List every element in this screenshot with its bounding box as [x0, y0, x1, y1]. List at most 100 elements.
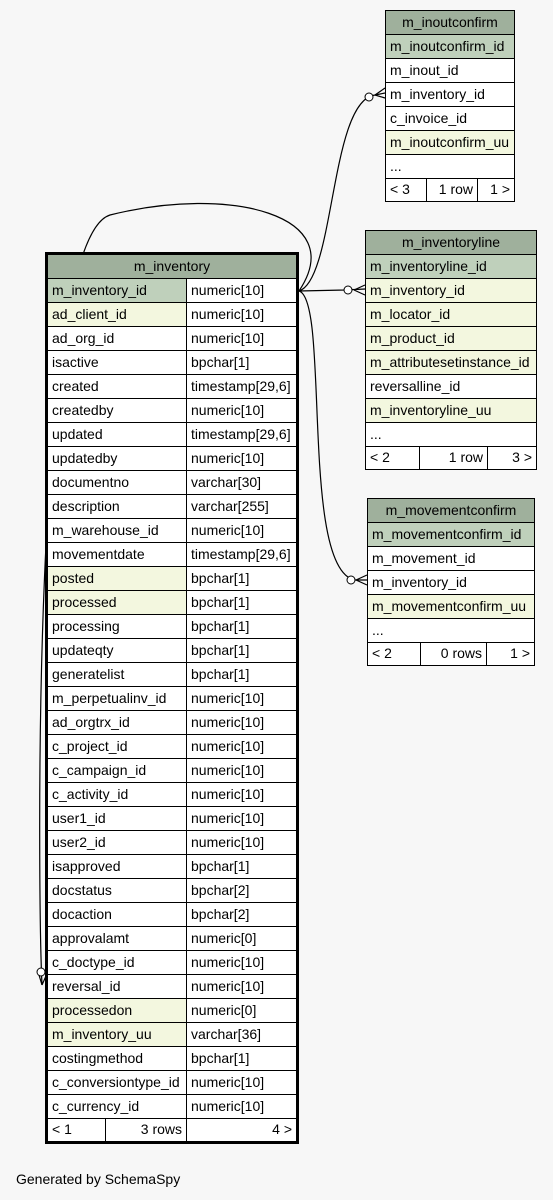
column-name: isactive [48, 351, 187, 374]
table-title[interactable]: m_movementconfirm [368, 499, 534, 523]
column-name: user1_id [48, 807, 187, 830]
column-type: bpchar[2] [191, 882, 250, 898]
column-name: createdby [48, 399, 187, 422]
footer-prev-link[interactable]: < 2 [368, 643, 421, 665]
footer-prev-link[interactable]: < 1 [48, 1119, 106, 1141]
footer-prev-link[interactable]: < 3 [386, 179, 427, 201]
column-type: timestamp[29,6] [191, 378, 291, 394]
column-type: numeric[10] [191, 282, 265, 298]
column-row-reversalline-id[interactable]: reversalline_id [366, 375, 536, 399]
footer-next-link[interactable]: 3 > [512, 449, 532, 465]
column-row-m-inout-id[interactable]: m_inout_id [386, 59, 514, 83]
column-row-m-inventoryline-id[interactable]: m_inventoryline_id [366, 255, 536, 279]
column-row-m-inventory-id[interactable]: m_inventory_id [366, 279, 536, 303]
column-row-ellipsis[interactable]: ... [368, 619, 534, 643]
column-name: m_inventory_id [390, 86, 485, 102]
column-row-m-inventoryline-uu[interactable]: m_inventoryline_uu [366, 399, 536, 423]
column-type: numeric[10] [191, 810, 265, 826]
column-name: m_inventory_id [372, 574, 467, 590]
column-name: m_inoutconfirm_id [386, 35, 514, 58]
column-name: generatelist [48, 663, 187, 686]
column-type: numeric[10] [191, 762, 265, 778]
footer-next-link[interactable]: 4 > [272, 1121, 292, 1137]
column-name: c_campaign_id [48, 759, 187, 782]
column-row-m-movementconfirm-uu[interactable]: m_movementconfirm_uu [368, 595, 534, 619]
column-type: timestamp[29,6] [191, 546, 291, 562]
column-row-ellipsis[interactable]: ... [366, 423, 536, 447]
column-row-m-product-id[interactable]: m_product_id [366, 327, 536, 351]
column-row-m-inoutconfirm-uu[interactable]: m_inoutconfirm_uu [386, 131, 514, 155]
table-title[interactable]: m_inventory [48, 255, 296, 279]
column-name: ... [370, 426, 382, 442]
column-row-m-movementconfirm-id[interactable]: m_movementconfirm_id [368, 523, 534, 547]
column-type: numeric[10] [191, 786, 265, 802]
column-row-ellipsis[interactable]: ... [386, 155, 514, 179]
column-type: numeric[10] [191, 954, 265, 970]
column-row-m-inventory-id[interactable]: m_inventory_id [368, 571, 534, 595]
footer-next-link[interactable]: 1 > [490, 181, 510, 197]
footer-prev-link[interactable]: < 2 [366, 447, 420, 469]
column-type: numeric[10] [191, 522, 265, 538]
column-name: description [48, 495, 187, 518]
column-name: m_inventory_id [48, 279, 187, 302]
footer-next-link[interactable]: 1 > [510, 645, 530, 661]
column-row-m-locator-id[interactable]: m_locator_id [366, 303, 536, 327]
column-name: m_product_id [366, 327, 536, 350]
column-row-m-attributesetinstance-id[interactable]: m_attributesetinstance_id [366, 351, 536, 375]
table-title[interactable]: m_inoutconfirm [386, 11, 514, 35]
column-type: bpchar[1] [191, 642, 250, 658]
column-name: m_movement_id [372, 550, 476, 566]
column-row-c-invoice-id[interactable]: c_invoice_id [386, 107, 514, 131]
column-name: reversalline_id [370, 378, 461, 394]
edge-inventory-movementconfirm [298, 290, 367, 581]
optional-circle-icon [343, 285, 353, 295]
column-type: bpchar[1] [191, 618, 250, 634]
column-type: numeric[0] [191, 930, 257, 946]
column-row-m-movement-id[interactable]: m_movement_id [368, 547, 534, 571]
table-title[interactable]: m_inventoryline [366, 231, 536, 255]
column-row-m-inventory-id[interactable]: m_inventory_id [386, 83, 514, 107]
column-name: m_inventory_id [366, 279, 536, 302]
column-row-m-inoutconfirm-id[interactable]: m_inoutconfirm_id [386, 35, 514, 59]
